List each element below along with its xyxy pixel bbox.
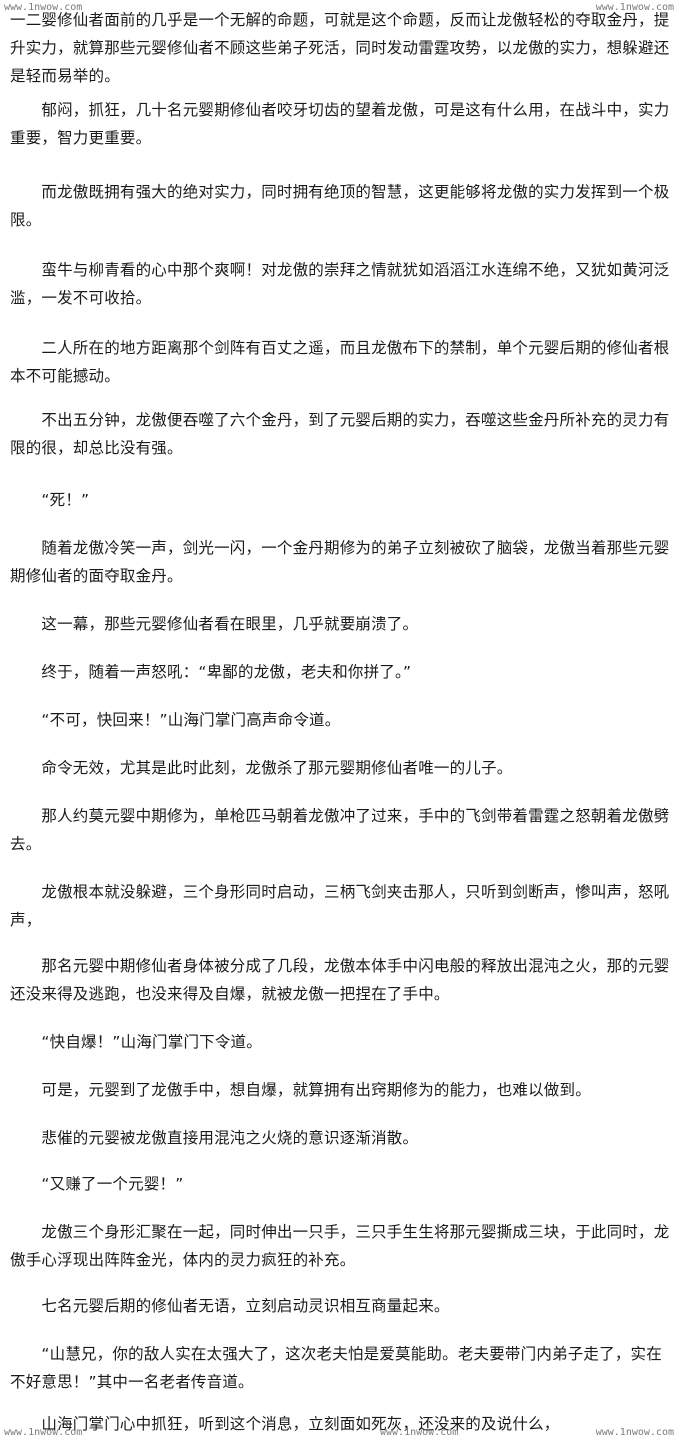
watermark-bottom-left: www.1nwow.com bbox=[4, 1427, 83, 1438]
paragraph: 那人约莫元婴中期修为，单枪匹马朝着龙傲冲了过来，手中的飞剑带着雷霆之怒朝着龙傲劈… bbox=[10, 807, 670, 853]
paragraph: 蛮牛与柳青看的心中那个爽啊！对龙傲的崇拜之情就犹如滔滔江水连绵不绝，又犹如黄河泛… bbox=[10, 261, 670, 307]
paragraph: 可是，元婴到了龙傲手中，想自爆，就算拥有出窍期修为的能力，也难以做到。 bbox=[10, 1081, 591, 1099]
paragraph: 山海门掌门心中抓狂，听到这个消息，立刻面如死灰，还没来的及说什么， bbox=[10, 1415, 560, 1433]
paragraph: “死！” bbox=[10, 491, 90, 509]
paragraph: 随着龙傲冷笑一声，剑光一闪，一个金丹期修为的弟子立刻被砍了脑袋，龙傲当着那些元婴… bbox=[10, 539, 670, 585]
paragraph: 终于，随着一声怒吼：“卑鄙的龙傲，老夫和你拼了。” bbox=[10, 663, 412, 681]
paragraph: 不出五分钟，龙傲便吞噬了六个金丹，到了元婴后期的实力，吞噬这些金丹所补充的灵力有… bbox=[10, 411, 670, 457]
paragraph: 七名元婴后期的修仙者无语，立刻启动灵识相互商量起来。 bbox=[10, 1297, 450, 1315]
paragraph: “快自爆！”山海门掌门下令道。 bbox=[10, 1033, 262, 1051]
paragraph: 郁闷，抓狂，几十名元婴期修仙者咬牙切齿的望着龙傲，可是这有什么用，在战斗中，实力… bbox=[10, 101, 670, 147]
watermark-top-right: www.1nwow.com bbox=[595, 2, 674, 13]
watermark-bottom-center: www.1nwow.com bbox=[380, 1427, 459, 1438]
watermark-top-left: www.1nwow.com bbox=[4, 2, 83, 13]
paragraph: 一二婴修仙者面前的几乎是一个无解的命题，可就是这个命题，反而让龙傲轻松的夺取金丹… bbox=[10, 11, 670, 85]
paragraph: 而龙傲既拥有强大的绝对实力，同时拥有绝顶的智慧，这更能够将龙傲的实力发挥到一个极… bbox=[10, 183, 670, 229]
watermark-bottom-right: www.1nwow.com bbox=[595, 1427, 674, 1438]
paragraph: 龙傲根本就没躲避，三个身形同时启动，三柄飞剑夹击那人，只听到剑断声，惨叫声，怒吼… bbox=[10, 883, 670, 929]
paragraph: 龙傲三个身形汇聚在一起，同时伸出一只手，三只手生生将那元婴撕成三块，于此同时，龙… bbox=[10, 1223, 670, 1269]
paragraph: 那名元婴中期修仙者身体被分成了几段，龙傲本体手中闪电般的释放出混沌之火，那的元婴… bbox=[10, 957, 670, 1003]
paragraph: “又赚了一个元婴！” bbox=[10, 1175, 184, 1193]
paragraph: 悲催的元婴被龙傲直接用混沌之火烧的意识逐渐消散。 bbox=[10, 1129, 419, 1147]
paragraph: “不可，快回来！”山海门掌门高声命令道。 bbox=[10, 711, 341, 729]
paragraph: “山慧兄，你的敌人实在太强大了，这次老夫怕是爱莫能助。老夫要带门内弟子走了，实在… bbox=[10, 1345, 662, 1391]
paragraph: 命令无效，尤其是此时此刻，龙傲杀了那元婴期修仙者唯一的儿子。 bbox=[10, 759, 513, 777]
paragraph: 二人所在的地方距离那个剑阵有百丈之遥，而且龙傲布下的禁制，单个元婴后期的修仙者根… bbox=[10, 339, 670, 385]
paragraph: 这一幕，那些元婴修仙者看在眼里，几乎就要崩溃了。 bbox=[10, 615, 419, 633]
